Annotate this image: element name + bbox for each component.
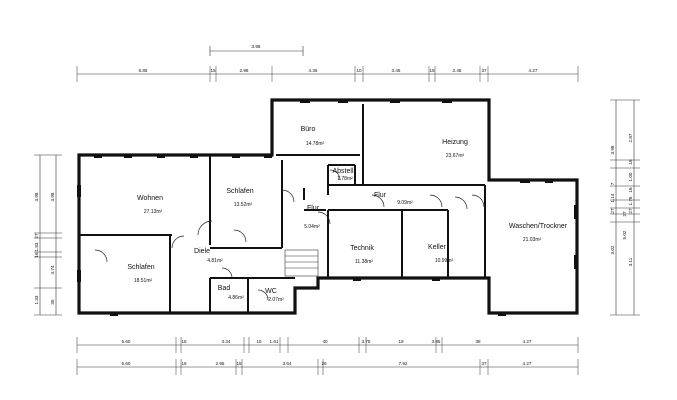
- dim-bot1-1: 5.60: [122, 339, 131, 344]
- room-name-diele: Diele: [194, 248, 210, 255]
- dim-bot1-6: 40: [322, 339, 328, 344]
- room-name-flur-1: Flur: [374, 192, 387, 199]
- dim-bot2-4: 15: [236, 361, 242, 366]
- room-name-flur-2: Flur: [307, 205, 320, 212]
- dim-right2-4: 16: [628, 187, 633, 193]
- dim-bot2-3: 2.95: [216, 361, 225, 366]
- room-area-schlafen-1: 13.52m²: [234, 202, 253, 208]
- room-area-bad: 4.86m²: [228, 295, 244, 301]
- dimension-lines: [34, 46, 640, 375]
- walls: [77, 98, 579, 315]
- dim-top-9: 37: [481, 68, 487, 73]
- dim-bot1-11: 4.27: [523, 339, 532, 344]
- dim-bot2-6: 26: [321, 361, 327, 366]
- dim-left-8: 35: [50, 299, 55, 305]
- dim-left-1: 3.98: [34, 192, 39, 201]
- dim-top-4: 4.36: [309, 68, 318, 73]
- dim-right1-7: 5.02: [622, 230, 627, 239]
- dim-bot2-2: 16: [181, 361, 187, 366]
- dim-bot1-4: 15: [256, 339, 262, 344]
- dim-bot2-1: 5.60: [122, 361, 131, 366]
- room-area-waschen-trockner: 21.03m²: [523, 237, 542, 243]
- dim-right1-1: 3.98: [610, 145, 615, 154]
- stairs: [284, 249, 319, 277]
- dim-right2-7: 3.11: [628, 257, 633, 266]
- windows: [77, 99, 578, 316]
- dim-bot2-5: 3.64: [283, 361, 292, 366]
- dim-right2-1: 2.87: [628, 133, 633, 142]
- dim-top-2: 15: [210, 68, 216, 73]
- room-area-flur-1: 9.09m²: [397, 200, 413, 206]
- dim-left-7: 1.33: [34, 295, 39, 304]
- dim-top-8: 2.48: [453, 68, 462, 73]
- room-area-technik: 11.38m²: [355, 259, 373, 265]
- room-name-wc: WC: [265, 288, 277, 295]
- dim-top-7: 15: [429, 68, 435, 73]
- room-area-schlafen-2: 18.51m²: [134, 278, 153, 284]
- room-name-buero: Büro: [301, 126, 316, 133]
- dim-bot1-7: 3.75: [362, 339, 371, 344]
- dim-right2-5: 1.76: [628, 196, 633, 205]
- room-area-keller: 10.99m²: [435, 258, 454, 264]
- dim-bot1-10: 38: [475, 339, 481, 344]
- dim-top-6: 3.45: [392, 68, 401, 73]
- dim-bot1-3: 3.34: [222, 339, 231, 344]
- room-name-heizung: Heizung: [442, 139, 468, 146]
- dim-left-2: 3.98: [50, 192, 55, 201]
- dim-bot1-9: 3.85: [432, 339, 441, 344]
- dim-top-overall: 3.98: [252, 44, 261, 49]
- dim-left-3: 27: [34, 233, 39, 239]
- room-name-wohnen: Wohnen: [137, 195, 163, 202]
- dim-right1-4: 27: [610, 208, 615, 214]
- room-name-keller: Keller: [428, 244, 447, 251]
- dim-bot1-5: 1.61: [270, 339, 279, 344]
- dim-right1-2: 7: [610, 182, 615, 185]
- room-name-schlafen-1: Schlafen: [226, 188, 253, 195]
- dim-bot2-9: 4.27: [523, 361, 532, 366]
- room-name-waschen-trockner: Waschen/Trockner: [509, 223, 568, 230]
- dim-left-6: 3.74: [50, 265, 55, 274]
- doors: [94, 169, 485, 301]
- dim-bot2-8: 37: [481, 361, 487, 366]
- dim-right2-6: 27: [628, 208, 633, 214]
- dim-bot1-8: 19: [398, 339, 404, 344]
- room-name-technik: Technik: [350, 245, 374, 252]
- room-name-abstell: Abstell: [332, 168, 353, 175]
- room-area-wc: 2.07m²: [268, 297, 284, 303]
- dim-top-10: 4.27: [529, 68, 538, 73]
- room-labels: Büro 14.78m² Heizung 23.67m² Abstell 1.7…: [127, 126, 567, 303]
- dim-right2-3: 1.00: [628, 172, 633, 181]
- dim-right2-2: 16: [628, 159, 633, 165]
- dim-left-4: 1.83: [34, 242, 39, 251]
- dim-top-5: 10: [356, 68, 362, 73]
- dim-right1-3: 1.14: [610, 193, 615, 202]
- dim-top-1: 6.85: [139, 68, 148, 73]
- dim-left-5: 16: [34, 252, 39, 258]
- dim-top-3: 2.98: [240, 68, 249, 73]
- dim-bot2-7: 7.92: [399, 361, 408, 366]
- dim-right1-5: 3.02: [610, 245, 615, 254]
- room-area-abstell: 1.78m²: [337, 176, 353, 182]
- room-area-diele: 4.81m²: [207, 258, 223, 264]
- room-area-flur-2: 5.04m²: [304, 224, 320, 230]
- dim-right1-6: 27: [622, 211, 627, 217]
- dim-bot1-2: 16: [181, 339, 187, 344]
- room-name-bad: Bad: [218, 285, 231, 292]
- room-area-wohnen: 27.13m²: [144, 209, 163, 215]
- room-name-schlafen-2: Schlafen: [127, 264, 154, 271]
- dimension-labels: 3.98 6.85 15 2.98 4.36 10 3.45 15 2.48 3…: [34, 44, 633, 366]
- room-area-buero: 14.78m²: [306, 141, 325, 147]
- room-area-heizung: 23.67m²: [446, 153, 465, 159]
